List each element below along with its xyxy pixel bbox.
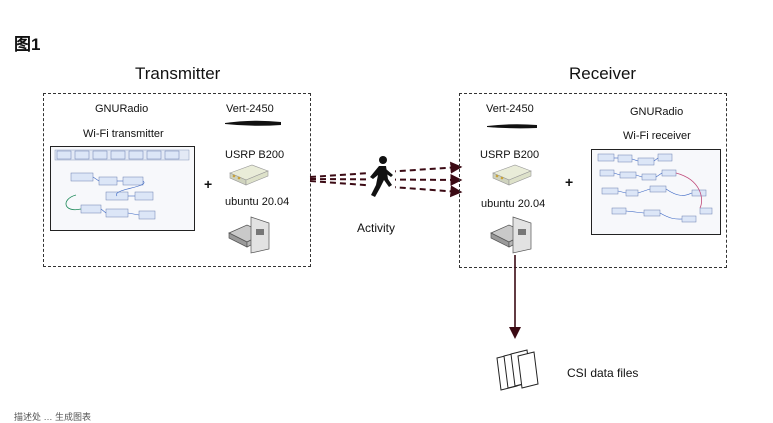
tx-os-label: ubuntu 20.04: [225, 196, 290, 208]
antenna-icon: [487, 124, 537, 129]
antenna-icon: [225, 120, 281, 126]
walking-person-icon: [369, 155, 395, 199]
rx-software-desc: Wi-Fi receiver: [623, 130, 691, 142]
usrp-device-icon: [492, 164, 532, 186]
computer-icon: [228, 216, 270, 254]
tx-flowgraph-screenshot: [50, 146, 195, 231]
footer-text: 描述处 … 生成图表: [14, 412, 92, 422]
receiver-box: [459, 93, 727, 268]
rx-flowgraph-drawing: [597, 153, 713, 223]
figure-label: 图1: [14, 35, 41, 54]
tx-software-desc: Wi-Fi transmitter: [83, 128, 164, 140]
tx-antenna-label: Vert-2450: [226, 103, 274, 115]
output-arrow: [509, 255, 521, 339]
receiver-title: Receiver: [569, 64, 637, 83]
rx-software-name: GNURadio: [630, 106, 684, 118]
tx-plus-sign: +: [204, 176, 213, 192]
transmitter-title: Transmitter: [135, 64, 221, 83]
tx-radio-label: USRP B200: [225, 149, 285, 161]
activity-label: Activity: [357, 221, 396, 235]
usrp-device-icon: [229, 164, 269, 186]
rx-plus-sign: +: [565, 174, 574, 190]
tx-flowgraph-drawing: [54, 149, 190, 220]
rx-antenna-label: Vert-2450: [486, 103, 534, 115]
output-label: CSI data files: [567, 366, 639, 380]
rx-os-label: ubuntu 20.04: [481, 198, 546, 210]
document-stack-icon: [496, 349, 539, 391]
computer-icon: [490, 216, 532, 254]
tx-software-name: GNURadio: [95, 103, 149, 115]
rx-radio-label: USRP B200: [480, 149, 540, 161]
rx-flowgraph-screenshot: [591, 149, 721, 235]
